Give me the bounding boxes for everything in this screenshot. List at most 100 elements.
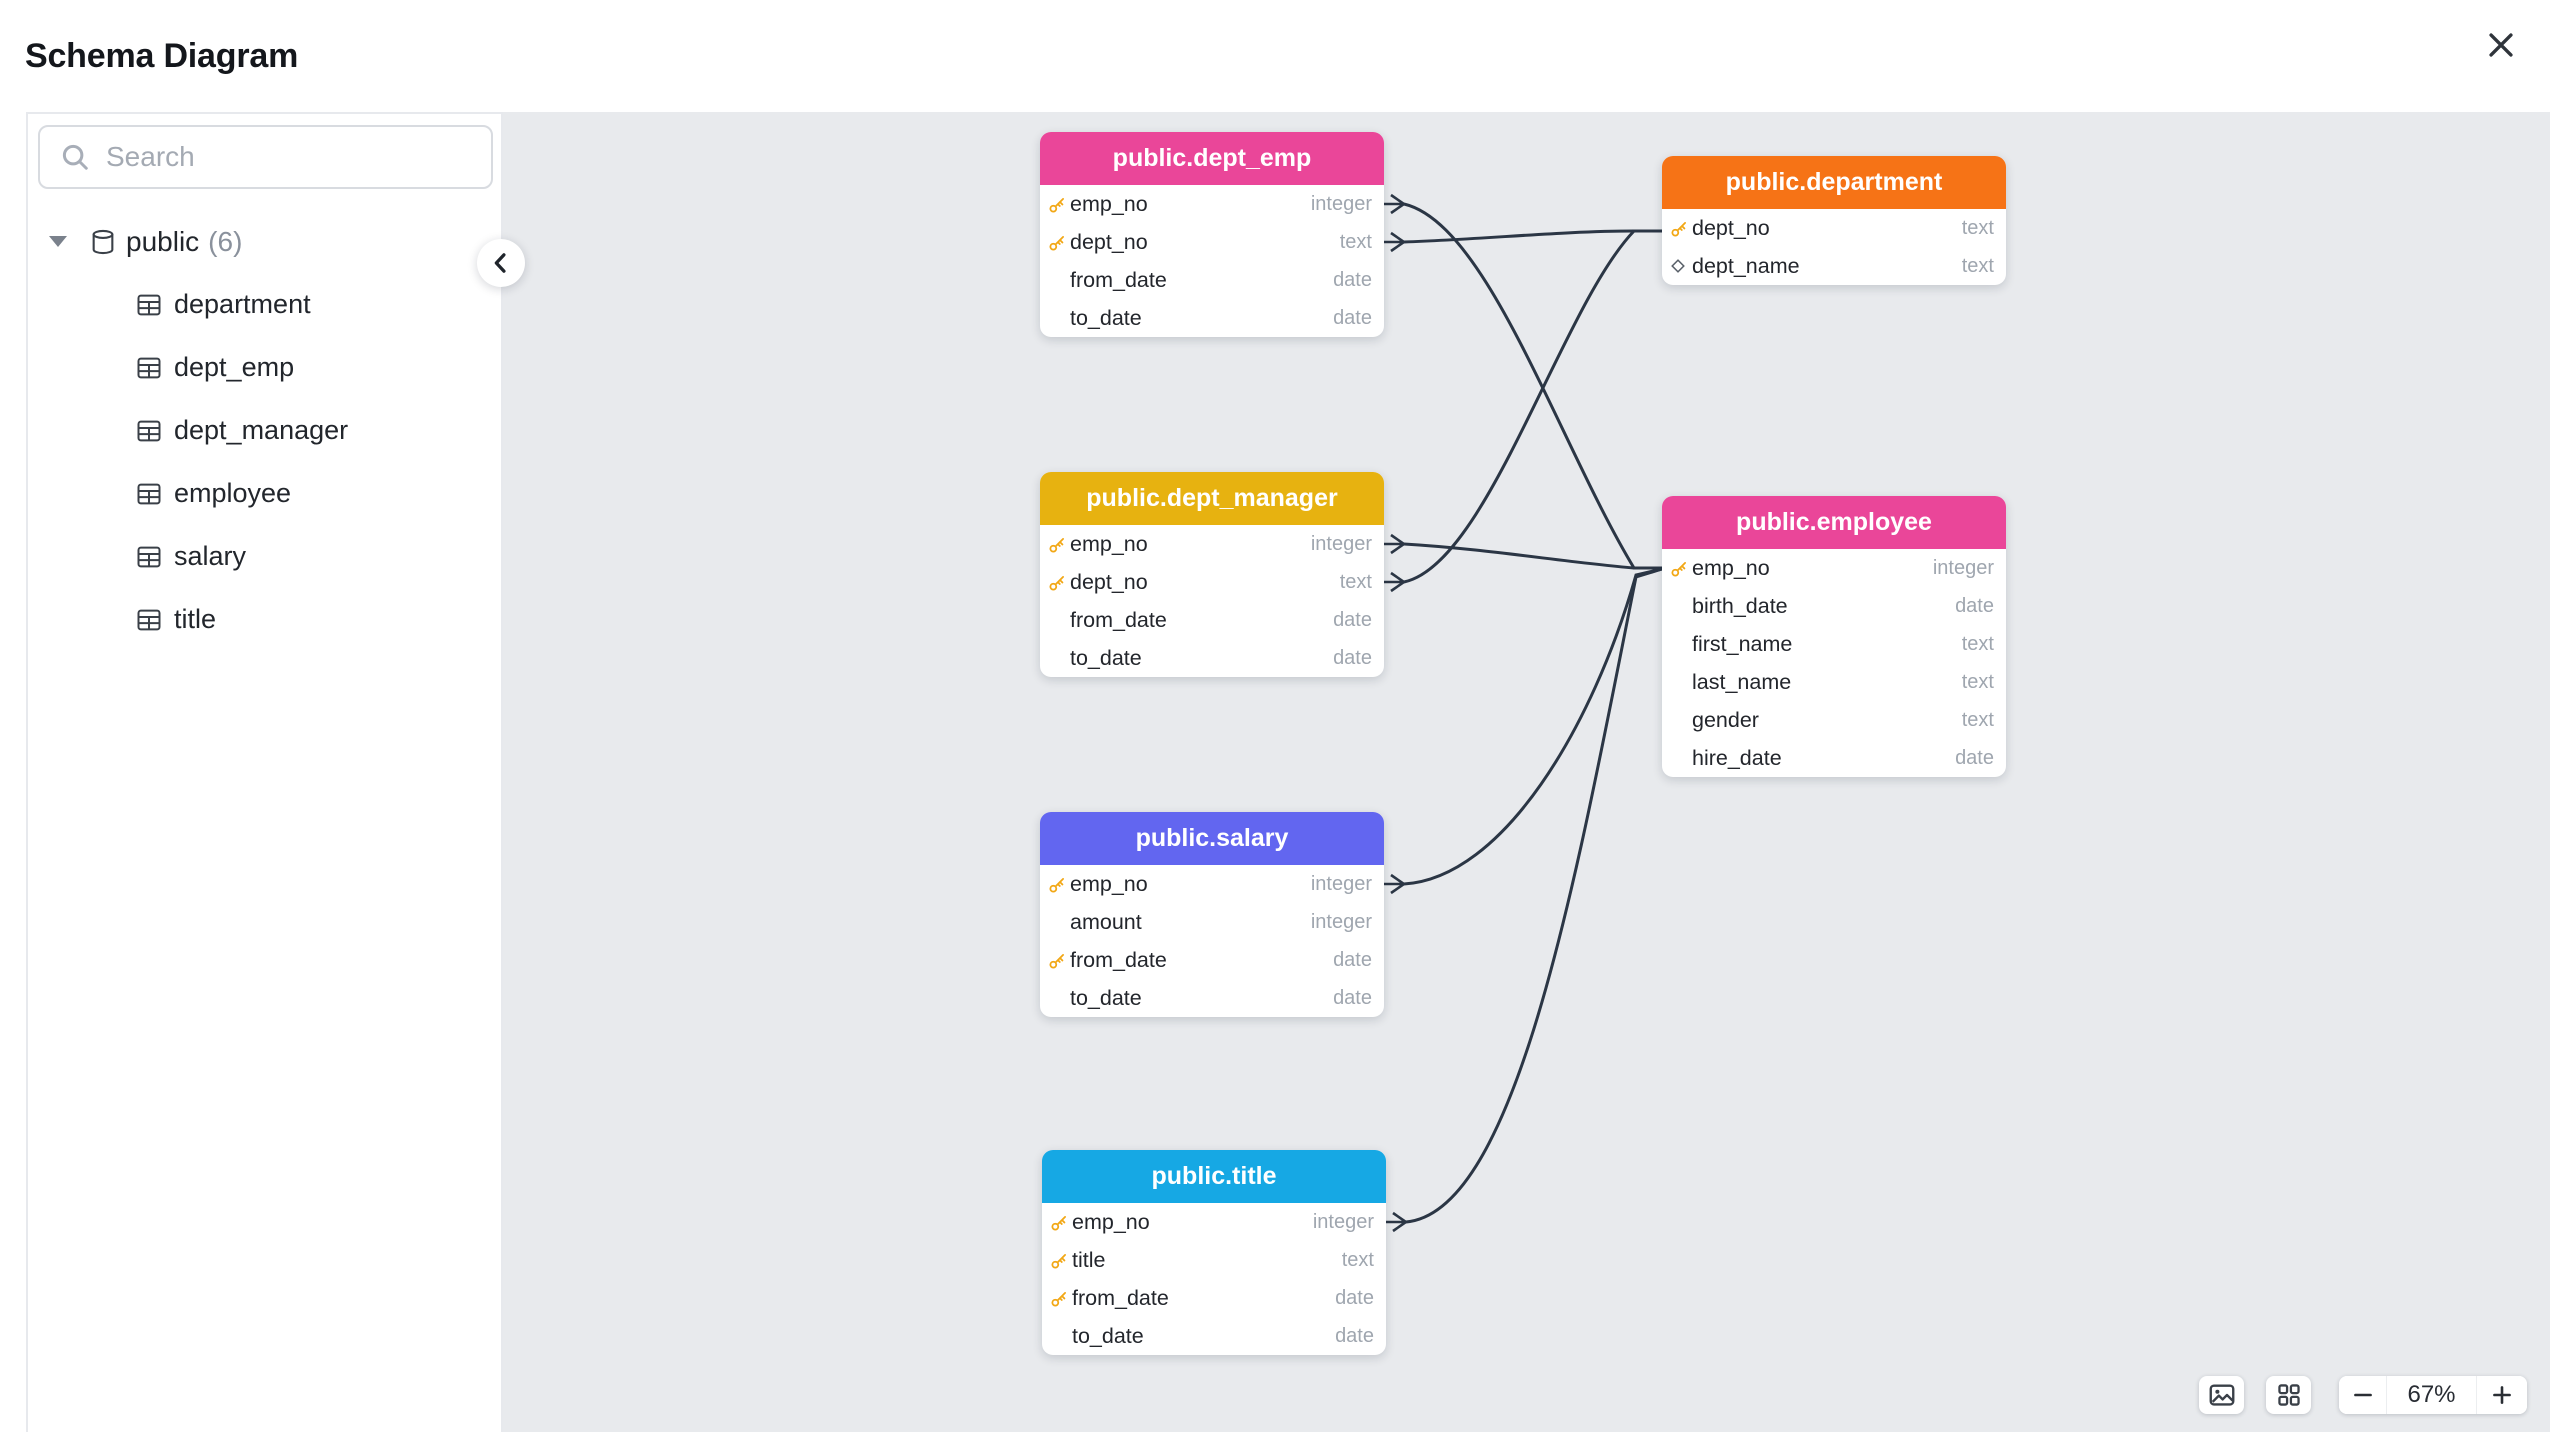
sidebar-table-label: dept_manager — [174, 415, 349, 445]
unique-icon — [1670, 258, 1686, 274]
column-name: dept_name — [1692, 253, 1800, 278]
column-name: birth_date — [1692, 593, 1788, 618]
relationship-arrow — [1384, 193, 1407, 215]
table-column-row: emp_no integer — [1040, 525, 1384, 563]
table-column-row: dept_name text — [1662, 247, 2006, 285]
table-column-row: emp_no integer — [1040, 185, 1384, 223]
relationship-line — [1403, 567, 1663, 886]
table-card-header[interactable]: public.salary — [1040, 812, 1384, 865]
column-type: date — [1335, 1324, 1374, 1347]
search-icon — [60, 142, 90, 172]
sidebar-item-title[interactable]: title — [28, 588, 501, 651]
table-card-columns: emp_no integer dept_no text from_date da… — [1040, 185, 1384, 337]
chevron-down-icon[interactable] — [49, 236, 67, 247]
table-column-row: from_date date — [1040, 601, 1384, 639]
zoom-out-button[interactable] — [2339, 1376, 2387, 1414]
primary-key-icon — [1048, 535, 1067, 554]
table-card-title[interactable]: public.title emp_no integer title text — [1042, 1150, 1386, 1355]
sidebar-item-salary[interactable]: salary — [28, 525, 501, 588]
table-card-columns: emp_no integer title text from_date date — [1042, 1203, 1386, 1355]
column-name: from_date — [1070, 947, 1167, 972]
table-card-title: public.dept_emp — [1112, 144, 1312, 172]
relationship-arrow — [1384, 533, 1407, 555]
table-column-row: last_name text — [1662, 663, 2006, 701]
column-name: emp_no — [1070, 871, 1148, 896]
chevron-left-icon — [487, 249, 515, 277]
table-column-row: from_date date — [1040, 261, 1384, 299]
table-card-department[interactable]: public.department dept_no text dept_name… — [1662, 156, 2006, 285]
table-column-row: to_date date — [1040, 639, 1384, 677]
table-card-header[interactable]: public.title — [1042, 1150, 1386, 1203]
auto-layout-button[interactable] — [2266, 1376, 2311, 1414]
table-card-dept_emp[interactable]: public.dept_emp emp_no integer dept_no t… — [1040, 132, 1384, 337]
zoom-in-icon — [2489, 1382, 2515, 1408]
table-card-title: public.salary — [1135, 824, 1289, 852]
column-name: to_date — [1070, 645, 1142, 670]
column-name: from_date — [1070, 607, 1167, 632]
table-card-header[interactable]: public.dept_manager — [1040, 472, 1384, 525]
relationship-line — [1403, 202, 1662, 570]
sidebar-table-label: salary — [174, 541, 247, 571]
table-column-row: to_date date — [1040, 299, 1384, 337]
diagram-canvas[interactable]: public.dept_emp emp_no integer dept_no t… — [503, 112, 2550, 1432]
relationship-arrow — [1386, 1211, 1409, 1233]
primary-key-icon — [1670, 219, 1689, 238]
sidebar-item-dept_emp[interactable]: dept_emp — [28, 336, 501, 399]
database-icon — [89, 228, 117, 256]
table-card-title: public.employee — [1736, 508, 1932, 536]
column-type: date — [1955, 594, 1994, 617]
primary-key-icon — [1048, 875, 1067, 894]
sidebar-item-employee[interactable]: employee — [28, 462, 501, 525]
column-type: integer — [1310, 872, 1372, 895]
column-name: dept_no — [1070, 569, 1148, 594]
column-type: date — [1333, 608, 1372, 631]
column-name: last_name — [1692, 669, 1792, 694]
column-name: from_date — [1070, 267, 1167, 292]
close-button[interactable] — [2480, 24, 2522, 66]
zoom-in-button[interactable] — [2476, 1376, 2527, 1414]
table-list: department dept_emp dept_manager employe… — [28, 273, 501, 651]
search-input[interactable] — [104, 127, 491, 187]
sidebar-item-dept_manager[interactable]: dept_manager — [28, 399, 501, 462]
table-column-row: hire_date date — [1662, 739, 2006, 777]
table-card-columns: emp_no integer dept_no text from_date da… — [1040, 525, 1384, 677]
column-type: text — [1961, 254, 1994, 277]
relationship-line — [1405, 567, 1663, 1224]
relationship-arrow — [1384, 231, 1407, 253]
column-type: text — [1961, 670, 1994, 693]
table-column-row: emp_no integer — [1040, 865, 1384, 903]
table-card-salary[interactable]: public.salary emp_no integer amount inte… — [1040, 812, 1384, 1017]
collapse-sidebar-button[interactable] — [477, 239, 525, 287]
zoom-percentage: 67% — [2407, 1381, 2456, 1408]
column-type: text — [1961, 632, 1994, 655]
table-card-employee[interactable]: public.employee emp_no integer birth_dat… — [1662, 496, 2006, 777]
primary-key-icon — [1048, 951, 1067, 970]
relationship-lines — [1384, 193, 1663, 1233]
table-card-dept_manager[interactable]: public.dept_manager emp_no integer dept_… — [1040, 472, 1384, 677]
table-column-row: emp_no integer — [1662, 549, 2006, 587]
table-card-header[interactable]: public.dept_emp — [1040, 132, 1384, 185]
relationship-line — [1403, 229, 1662, 244]
column-name: amount — [1070, 909, 1142, 934]
table-column-row: to_date date — [1040, 979, 1384, 1017]
table-column-row: dept_no text — [1040, 223, 1384, 261]
table-card-header[interactable]: public.employee — [1662, 496, 2006, 549]
table-card-title: public.title — [1151, 1162, 1277, 1190]
relationship-arrow — [1384, 873, 1407, 895]
table-column-row: amount integer — [1040, 903, 1384, 941]
table-column-row: gender text — [1662, 701, 2006, 739]
table-column-row: first_name text — [1662, 625, 2006, 663]
relationship-line — [1403, 229, 1662, 584]
table-card-header[interactable]: public.department — [1662, 156, 2006, 209]
sidebar-item-department[interactable]: department — [28, 273, 501, 336]
sidebar-item-schema-public[interactable]: public (6) — [28, 210, 501, 273]
export-image-button[interactable] — [2199, 1376, 2244, 1414]
sidebar-table-label: employee — [174, 478, 292, 508]
table-card-columns: emp_no integer birth_date date first_nam… — [1662, 549, 2006, 777]
primary-key-icon — [1050, 1289, 1069, 1308]
column-type: integer — [1310, 532, 1372, 555]
table-icon — [134, 480, 164, 508]
column-type: text — [1341, 1248, 1374, 1271]
column-type: text — [1339, 570, 1372, 593]
column-type: integer — [1310, 192, 1372, 215]
